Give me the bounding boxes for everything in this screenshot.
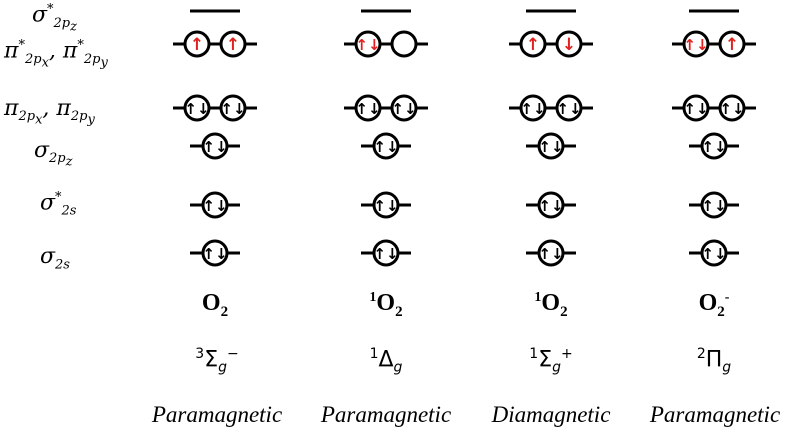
col3-sigma-2pz-electrons: ↑↓ (538, 138, 563, 156)
col4-pi-2p-star-electrons-a: ↑↓ (683, 36, 708, 54)
magnetism-label-col3: Diamagnetic (491, 402, 611, 427)
species-label-o2: O2 (201, 290, 229, 320)
col3-pi-2p-star-electrons-a: ↑ (526, 35, 540, 55)
col3-pi-2p-electrons-a: ↑↓ (520, 100, 545, 118)
col3-pi-2p-circle-a (519, 94, 547, 122)
level-label-pi-2p: π2px, π2py (4, 96, 95, 128)
col1-pi-2p-star-electrons-a: ↑ (190, 35, 204, 55)
col1-sigma-2pz-electrons: ↑↓ (202, 138, 227, 156)
col1-pi-2p-star-electrons-b: ↑ (226, 35, 240, 55)
col3-pi-2p-star-circle-a (519, 30, 547, 58)
col2-pi-2p-electrons-a: ↑↓ (355, 100, 380, 118)
col1-pi-2p-electrons-b: ↑↓ (220, 100, 245, 118)
col1-sigma-2pz-circle (201, 132, 229, 160)
col3-pi-2p-star-circle-b (555, 30, 583, 58)
magnetism-label-col4: Paramagnetic (649, 402, 781, 427)
magnetism-label-col2: Paramagnetic (320, 402, 452, 427)
col3-pi-2p-star-electrons-b: ↓ (562, 35, 576, 55)
col2-pi-2p-circle-a (354, 94, 382, 122)
col1-pi-2p-star-circle-b (219, 30, 247, 58)
term-symbol-singlet-sigma: 1Σg+ (529, 346, 573, 376)
col2-pi-2p-circle-b (390, 94, 418, 122)
col2-pi-2p-star-electrons-a: ↑↓ (355, 36, 380, 54)
col1-sigma-2s-electrons: ↑↓ (202, 245, 227, 263)
col3-sigma-2s-electrons: ↑↓ (538, 245, 563, 263)
col2-sigma-2s-circle (372, 239, 400, 267)
col4-pi-2p-circle-b (718, 94, 746, 122)
term-symbol-triplet-sigma: 3Σg− (195, 346, 239, 376)
col1-pi-2p-circle-b (219, 94, 247, 122)
term-symbol-doublet-pi: 2Πg (696, 346, 732, 376)
col2-sigma-2pz-electrons: ↑↓ (373, 138, 398, 156)
col3-sigma-2s-circle (537, 239, 565, 267)
col1-pi-2p-electrons-a: ↑↓ (184, 100, 209, 118)
col3-pi-2p-circle-b (555, 94, 583, 122)
col1-sigma-2s-star-electrons: ↑↓ (202, 197, 227, 215)
col4-pi-2p-electrons-b: ↑↓ (719, 100, 744, 118)
col2-pi-2p-star-circle-b (390, 30, 418, 58)
col4-pi-2p-circle-a (682, 94, 710, 122)
level-label-sigma-2s: σ2s (40, 244, 70, 273)
col4-sigma-2pz-circle (700, 132, 728, 160)
col2-pi-2p-star-circle-a (354, 30, 382, 58)
col1-pi-2p-circle-a (183, 94, 211, 122)
col4-pi-2p-star-circle-b (718, 30, 746, 58)
col1-sigma-2s-circle (201, 239, 229, 267)
col4-sigma-2s-electrons: ↑↓ (701, 245, 726, 263)
col4-sigma-2s-star-circle (700, 191, 728, 219)
term-symbol-singlet-delta: 1Δg (369, 346, 403, 376)
level-label-pi-2p-star: π*2px, π*2py (4, 38, 108, 71)
species-label-singlet-o2-sigma: 1O2 (534, 290, 568, 320)
col4-pi-2p-electrons-a: ↑↓ (683, 100, 708, 118)
col4-sigma-2s-circle (700, 239, 728, 267)
level-label-sigma-2pz: σ2pz (34, 138, 73, 170)
col3-sigma-2pz-circle (537, 132, 565, 160)
col1-pi-2p-star-circle-a (183, 30, 211, 58)
col4-sigma-2s-star-electrons: ↑↓ (701, 197, 726, 215)
col4-sigma-2pz-electrons: ↑↓ (701, 138, 726, 156)
level-label-sigma-2s-star: σ*2s (40, 190, 77, 219)
species-label-singlet-o2-delta: 1O2 (369, 290, 403, 320)
col3-sigma-2s-star-circle (537, 191, 565, 219)
level-label-sigma-2pz-star: σ*2pz (32, 2, 77, 35)
col2-sigma-2s-electrons: ↑↓ (373, 245, 398, 263)
col2-sigma-2s-star-circle (372, 191, 400, 219)
col4-pi-2p-star-electrons-b: ↑ (725, 35, 739, 55)
col2-sigma-2pz-circle (372, 132, 400, 160)
col3-sigma-2s-star-electrons: ↑↓ (538, 197, 563, 215)
col4-pi-2p-star-circle-a (682, 30, 710, 58)
species-label-superoxide: O2- (698, 290, 730, 320)
col1-sigma-2s-star-circle (201, 191, 229, 219)
magnetism-label-col1: Paramagnetic (151, 402, 283, 427)
col2-sigma-2s-star-electrons: ↑↓ (373, 197, 398, 215)
col3-pi-2p-electrons-b: ↑↓ (556, 100, 581, 118)
col2-pi-2p-electrons-b: ↑↓ (391, 100, 416, 118)
